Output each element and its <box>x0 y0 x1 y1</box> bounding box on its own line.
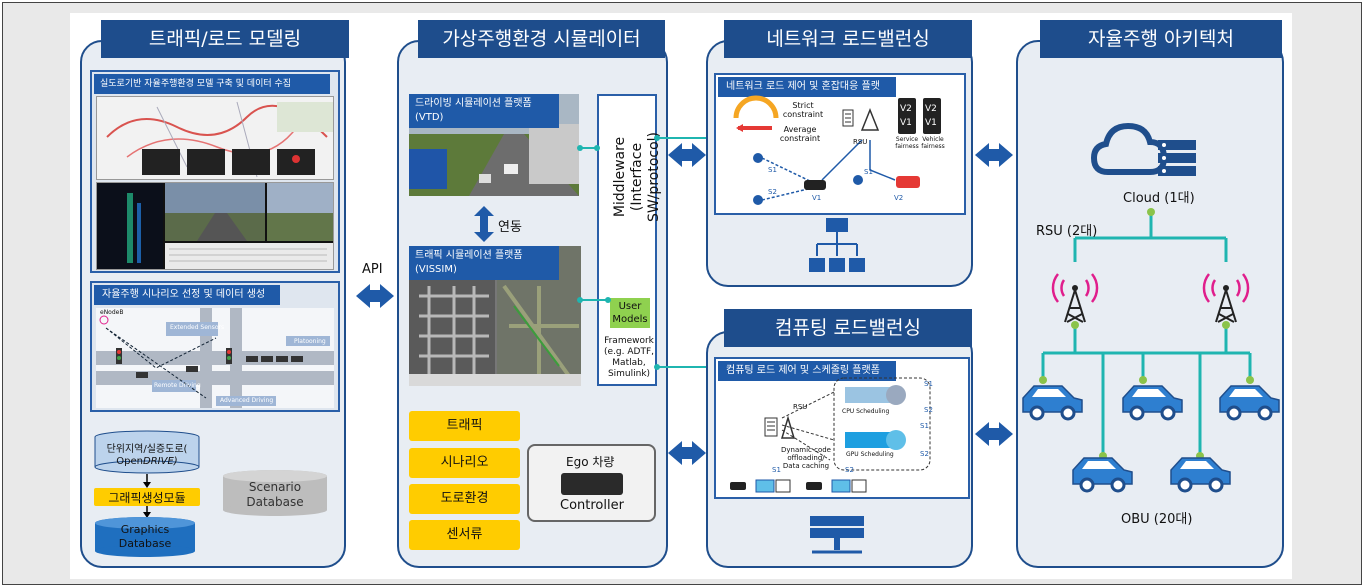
v2-badge-top-2: V2 <box>925 104 937 114</box>
map-screenshot-art <box>97 97 333 179</box>
car-icon-3 <box>1219 385 1280 421</box>
label-platooning: Platooning <box>294 338 326 345</box>
architecture-title: 자율주행 아키텍처 <box>1040 20 1282 58</box>
label-enodeb: eNodeB <box>100 309 124 316</box>
ego-vehicle-label: Ego 차량 <box>566 455 615 469</box>
car-icon-1 <box>1022 385 1083 421</box>
graphics-generator: 그래픽생성모듈 <box>108 491 186 505</box>
computing-s1-cpu: S1 <box>924 380 933 388</box>
network-s1-right: S1 <box>864 168 873 176</box>
network-lb-title: 네트워크 로드밸런싱 <box>724 20 972 58</box>
real-road-heading: 실도로기반 자율주행환경 모델 구축 및 데이터 수집 <box>94 74 330 94</box>
service-fairness: Service fairness <box>895 136 919 150</box>
scenario-database: Scenario Database <box>246 480 304 509</box>
strict-constraint: Strict constraint <box>782 101 824 119</box>
map-screenshot <box>96 96 334 180</box>
gpu-scheduling: GPU Scheduling <box>846 451 894 458</box>
simulator-title: 가상주행환경 시뮬레이터 <box>418 20 665 58</box>
v2-badge-top: V2 <box>900 104 912 114</box>
average-constraint: Average constraint <box>779 125 821 143</box>
car-icon-2 <box>1122 385 1183 421</box>
cloud-label: Cloud (1대) <box>1123 191 1195 206</box>
v1-badge-top-2: V1 <box>925 118 937 128</box>
label-extended-sensors: Extended Sensors <box>170 324 225 331</box>
traffic-modeling-title: 트래픽/로드 모델링 <box>101 20 349 58</box>
v1-badge-top: V1 <box>900 118 912 128</box>
rsu-count-label: RSU (2대) <box>1036 224 1098 239</box>
computing-s2-cpu: S2 <box>924 406 933 414</box>
input-data-line1: 단위지역/실증도로( <box>106 444 188 455</box>
computing-lb-title: 컴퓨팅 로드밸런싱 <box>724 309 972 347</box>
road-env-button: 도로환경 <box>409 484 520 514</box>
network-s2-left: S2 <box>768 188 777 196</box>
input-data-label: 단위지역/실증도로( OpenDRIVE) <box>98 444 196 468</box>
obu-count-label: OBU (20대) <box>1121 512 1193 527</box>
network-v1: V1 <box>812 194 822 202</box>
computing-lb-heading: 컴퓨팅 로드 제어 및 스케줄링 플랫폼 <box>718 361 896 381</box>
graphics-database: Graphics Database <box>118 523 172 550</box>
input-data-drive: DRIVE) <box>143 456 178 467</box>
architecture-panel <box>1016 40 1284 568</box>
input-data-open: Open <box>116 456 144 467</box>
network-s1-left: S1 <box>768 166 777 174</box>
api-label: API <box>362 262 383 277</box>
computing-s1-bottom: S1 <box>772 466 781 474</box>
vissim-heading: 트래픽 시뮬레이션 플랫폼 (VISSIM) <box>409 246 559 280</box>
computing-s2-gpu: S2 <box>920 450 929 458</box>
scenario-heading: 자율주행 시나리오 선정 및 데이터 생성 <box>94 285 280 305</box>
network-rsu-label: RSU <box>853 138 868 146</box>
controller-label: Controller <box>560 498 624 513</box>
computing-s2-bottom: S2 <box>845 466 854 474</box>
middleware-box <box>597 94 657 386</box>
framework-label: Framework (e.g. ADTF, Matlab, Simulink) <box>604 336 654 379</box>
sensor-screenshot-art <box>97 183 333 269</box>
dynamic-offloading: Dynamic code offloading/ Data caching <box>781 446 831 470</box>
computing-rsu-label: RSU <box>793 403 808 411</box>
car-icon-4 <box>1072 457 1133 493</box>
cpu-scheduling: CPU Scheduling <box>842 408 890 415</box>
traffic-button: 트래픽 <box>409 411 520 441</box>
scenario-scene <box>96 308 334 408</box>
sim-link-label: 연동 <box>498 220 522 235</box>
controller-device <box>561 473 623 495</box>
label-remote-driving: Remote Driving <box>154 382 201 389</box>
car-icon-5 <box>1170 457 1231 493</box>
computing-s1-gpu: S1 <box>920 422 929 430</box>
sensor-screenshot <box>96 182 334 270</box>
sensors-button: 센서류 <box>409 520 520 550</box>
scenario-button: 시나리오 <box>409 448 520 478</box>
user-models: User Models <box>610 298 650 328</box>
network-lb-heading: 네트워크 로드 제어 및 혼잡대응 플랫폼 <box>718 77 896 112</box>
scenario-scene-art <box>96 308 334 408</box>
vtd-heading: 드라이빙 시뮬레이션 플랫폼 (VTD) <box>409 94 559 128</box>
network-v2: V2 <box>894 194 904 202</box>
vehicle-fairness: Vehicle fairness <box>921 136 945 150</box>
label-advanced-driving: Advanced Driving <box>220 397 274 404</box>
